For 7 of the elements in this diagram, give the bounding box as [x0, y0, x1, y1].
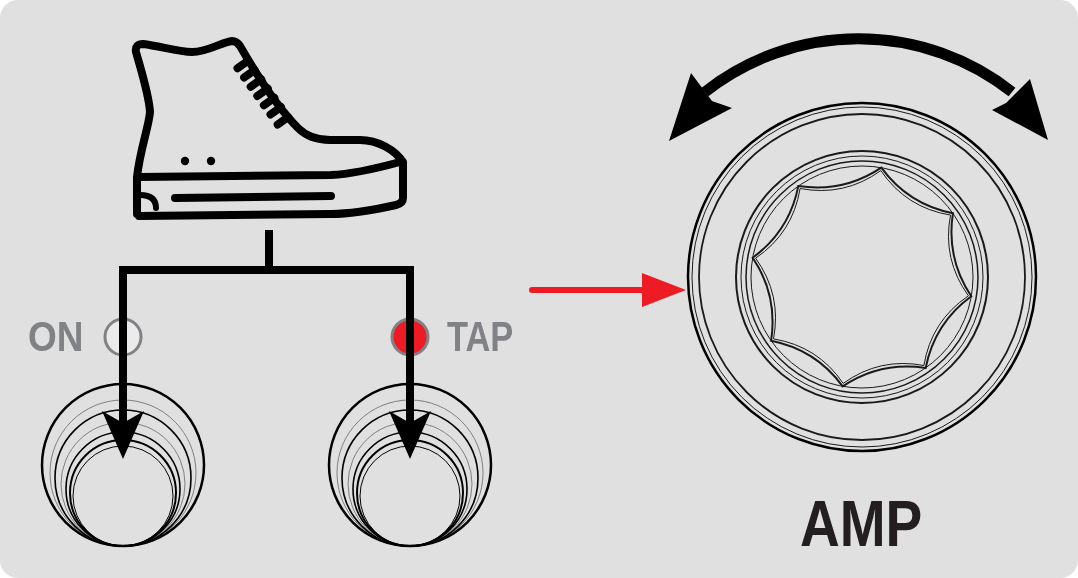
knob-label: AMP	[800, 492, 923, 556]
knob	[686, 101, 1038, 453]
footswitch	[40, 382, 206, 548]
switch-label: ON	[28, 316, 84, 358]
footswitch	[327, 382, 493, 548]
arrow	[529, 273, 686, 307]
switch-label: TAP	[447, 316, 514, 358]
